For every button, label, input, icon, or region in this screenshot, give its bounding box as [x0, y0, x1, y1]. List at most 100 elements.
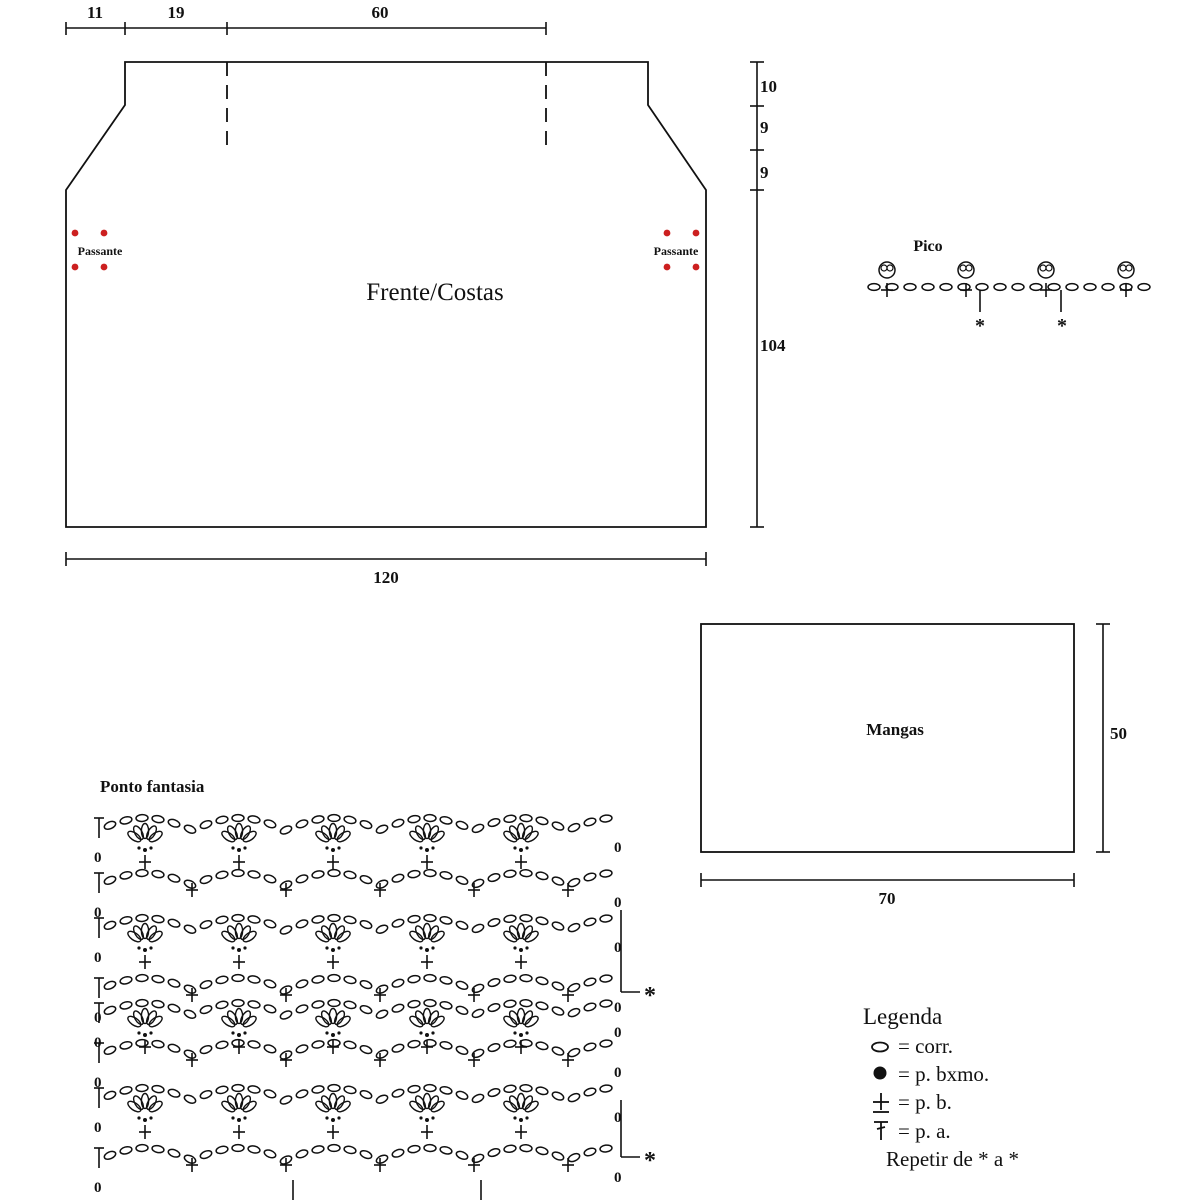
chain-stitch — [343, 1085, 357, 1095]
chain-stitch — [439, 1040, 453, 1050]
chain-stitch — [455, 820, 469, 830]
chain-stitch — [167, 1003, 181, 1013]
single-crochet-stitch — [280, 988, 292, 1002]
chain-stitch — [583, 872, 597, 882]
slip-stitch-icon — [873, 1066, 887, 1080]
pico-chain-row — [867, 261, 1151, 297]
shell-cluster — [503, 922, 539, 969]
chain-stitch — [151, 814, 165, 824]
chain-stitch — [867, 282, 881, 292]
chain-stitch — [135, 868, 149, 878]
single-crochet-stitch — [421, 1125, 433, 1139]
chain-stitch — [103, 1005, 117, 1015]
chain-stitch — [487, 918, 501, 928]
passante-left-label: Passante — [78, 244, 123, 258]
chain-stitch — [359, 874, 373, 885]
chain-stitch — [487, 1148, 501, 1158]
sleeve-dim-50: 50 — [1110, 724, 1127, 743]
chain-stitch — [119, 975, 133, 985]
chain-stitch — [295, 874, 309, 884]
bottom-dim-120: 120 — [373, 568, 399, 587]
chain-stitch — [135, 813, 149, 823]
chain-stitch — [407, 1084, 421, 1094]
chain-stitch — [423, 998, 437, 1008]
chain-stitch — [231, 913, 245, 923]
chain-stitch — [279, 985, 293, 995]
chain-stitch — [599, 974, 613, 983]
chain-stitch — [519, 1083, 533, 1093]
chain-stitch — [455, 920, 469, 930]
row-end-marker: 0 — [614, 1000, 622, 1016]
chain-stitch — [327, 1083, 341, 1093]
chain-stitch — [343, 1000, 357, 1010]
single-crochet-stitch — [374, 988, 386, 1002]
chain-stitch — [503, 869, 517, 879]
shell-cluster — [127, 922, 163, 969]
row-start-double-crochet — [94, 1042, 104, 1063]
single-crochet-stitch — [233, 855, 245, 869]
chain-stitch — [183, 879, 197, 889]
shell-cluster — [503, 1092, 539, 1139]
single-crochet-stitch — [562, 1053, 574, 1067]
chain-stitch — [215, 915, 229, 925]
chain-stitch — [535, 1041, 549, 1051]
pico-loop — [878, 261, 896, 279]
chain-stitch — [455, 980, 469, 990]
chain-stitch — [375, 1009, 389, 1019]
chain-stitch — [167, 978, 181, 988]
side-dim-9b: 9 — [760, 163, 769, 182]
chain-stitch — [247, 1085, 261, 1094]
single-crochet-stitch — [186, 1158, 198, 1172]
legend: Legenda = corr. = p. bxmo. = p. b. = p. … — [863, 1004, 1019, 1171]
chain-stitch — [103, 820, 117, 830]
chain-stitch — [975, 282, 989, 292]
single-crochet-stitch — [327, 855, 339, 869]
chain-stitch — [551, 981, 565, 991]
chain-stitch — [1065, 282, 1079, 292]
chain-stitch — [343, 915, 357, 925]
chain-stitch — [359, 919, 373, 930]
chain-stitch — [327, 973, 341, 983]
chain-stitch — [247, 1000, 261, 1009]
chain-stitch — [583, 917, 597, 927]
row-end-marker: 0 — [614, 895, 622, 911]
chain-stitch — [135, 1143, 149, 1153]
chain-stitch — [263, 874, 277, 884]
row-end-marker: 0 — [94, 905, 102, 921]
chain-stitch — [423, 813, 437, 823]
chain-stitch — [231, 813, 245, 823]
chain-stitch — [199, 919, 213, 930]
chain-stitch — [311, 870, 325, 879]
chain-stitch — [343, 815, 357, 825]
chain-stitch — [583, 1147, 597, 1157]
chain-stitch — [375, 1094, 389, 1104]
chain-stitch — [183, 984, 197, 994]
chain-stitch — [247, 1145, 261, 1154]
chain-stitch — [167, 1088, 181, 1098]
chain-stitch — [215, 1000, 229, 1010]
chain-stitch — [599, 914, 613, 923]
single-crochet-stitch — [139, 855, 151, 869]
chain-stitch — [359, 1044, 373, 1055]
chain-stitch — [599, 1144, 613, 1153]
row-end-marker: 0 — [94, 1075, 102, 1091]
chain-stitch — [103, 1150, 117, 1160]
shell-cluster — [503, 1007, 539, 1054]
chain-stitch — [375, 1154, 389, 1164]
chain-stitch — [423, 868, 437, 878]
chain-stitch — [215, 1145, 229, 1155]
single-crochet-stitch — [139, 955, 151, 969]
chain-stitch — [183, 1094, 197, 1104]
chain-stitch — [343, 1040, 357, 1050]
pico-loop — [957, 261, 975, 279]
chain-stitch — [311, 1145, 325, 1154]
row-start-double-crochet — [94, 1147, 104, 1168]
chain-stitch — [599, 1039, 613, 1048]
chain-stitch — [359, 819, 373, 830]
chain-stitch — [471, 1093, 485, 1104]
shell-cluster — [503, 822, 539, 869]
chain-stitch — [279, 1050, 293, 1060]
sleeve-dim-70: 70 — [879, 889, 896, 908]
chain-stitch — [247, 1040, 261, 1049]
